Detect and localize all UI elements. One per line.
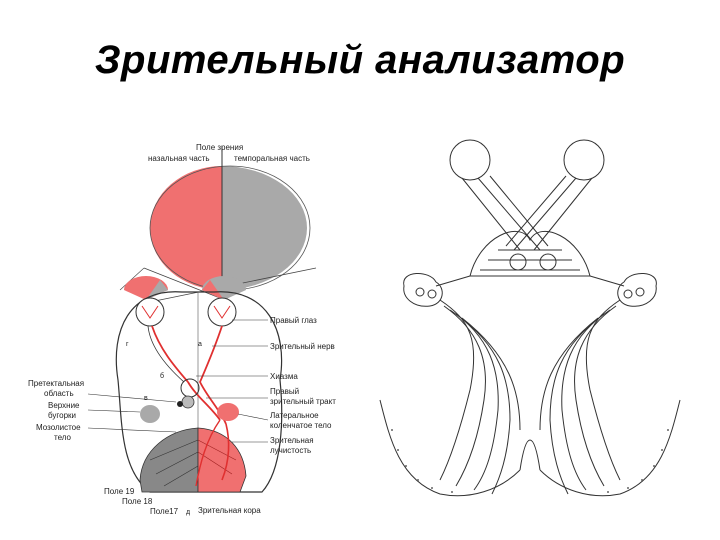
pathway-right-eye bbox=[563, 139, 605, 181]
letter-g: г bbox=[126, 341, 129, 348]
letter-v: в bbox=[144, 395, 148, 402]
label-lgn-1: Латеральное bbox=[270, 411, 319, 420]
label-callosum-2: тело bbox=[54, 433, 72, 442]
red-pathway-left bbox=[151, 325, 189, 383]
label-field19: Поле 19 bbox=[104, 487, 135, 496]
label-right-eye: Правый глаз bbox=[270, 316, 317, 325]
label-visual-cortex: Зрительная кора bbox=[198, 506, 261, 515]
left-eye bbox=[135, 297, 165, 327]
label-radiation-2: лучистость bbox=[270, 446, 311, 455]
left-lgn bbox=[140, 405, 160, 423]
right-visual-cortex bbox=[197, 427, 247, 493]
nasal-label: назальная часть bbox=[148, 154, 210, 163]
nasal-field-half bbox=[150, 166, 222, 290]
pathway-right-lgn bbox=[617, 273, 657, 307]
pathway-chiasm bbox=[469, 230, 591, 277]
label-radiation-1: Зрительная bbox=[270, 436, 314, 445]
letter-b: б bbox=[160, 372, 164, 380]
pathway-left-lgn bbox=[403, 273, 443, 307]
label-callosum-1: Мозолистое bbox=[36, 423, 81, 432]
label-pretectal-1: Претектальная bbox=[28, 379, 84, 388]
label-pretectal-2: область bbox=[44, 389, 74, 398]
label-colliculi-1: Верхние bbox=[48, 401, 80, 410]
label-chiasm: Хиазма bbox=[270, 372, 298, 381]
label-right-tract-1: Правый bbox=[270, 387, 299, 396]
pathway-right-occipital bbox=[539, 399, 681, 497]
label-optic-nerve: Зрительный нерв bbox=[270, 342, 335, 351]
label-lgn-2: коленчатое тело bbox=[270, 421, 332, 430]
label-colliculi-2: бугорки bbox=[48, 411, 76, 420]
pathway-left-occipital bbox=[379, 399, 521, 497]
letter-d: д bbox=[186, 509, 190, 516]
right-lgn bbox=[217, 403, 239, 421]
slide-title: Зрительный анализатор bbox=[94, 38, 626, 82]
label-field17: Поле17 bbox=[150, 507, 179, 516]
temporal-field-half bbox=[222, 166, 307, 290]
temporal-label: темпоральная часть bbox=[234, 154, 310, 163]
pathway-left-eye bbox=[449, 139, 491, 181]
letter-a: а bbox=[198, 341, 202, 348]
left-visual-cortex bbox=[139, 427, 199, 493]
field-title: Поле зрения bbox=[196, 143, 243, 152]
label-field18: Поле 18 bbox=[122, 497, 153, 506]
label-right-tract-2: зрительный тракт bbox=[270, 397, 336, 406]
